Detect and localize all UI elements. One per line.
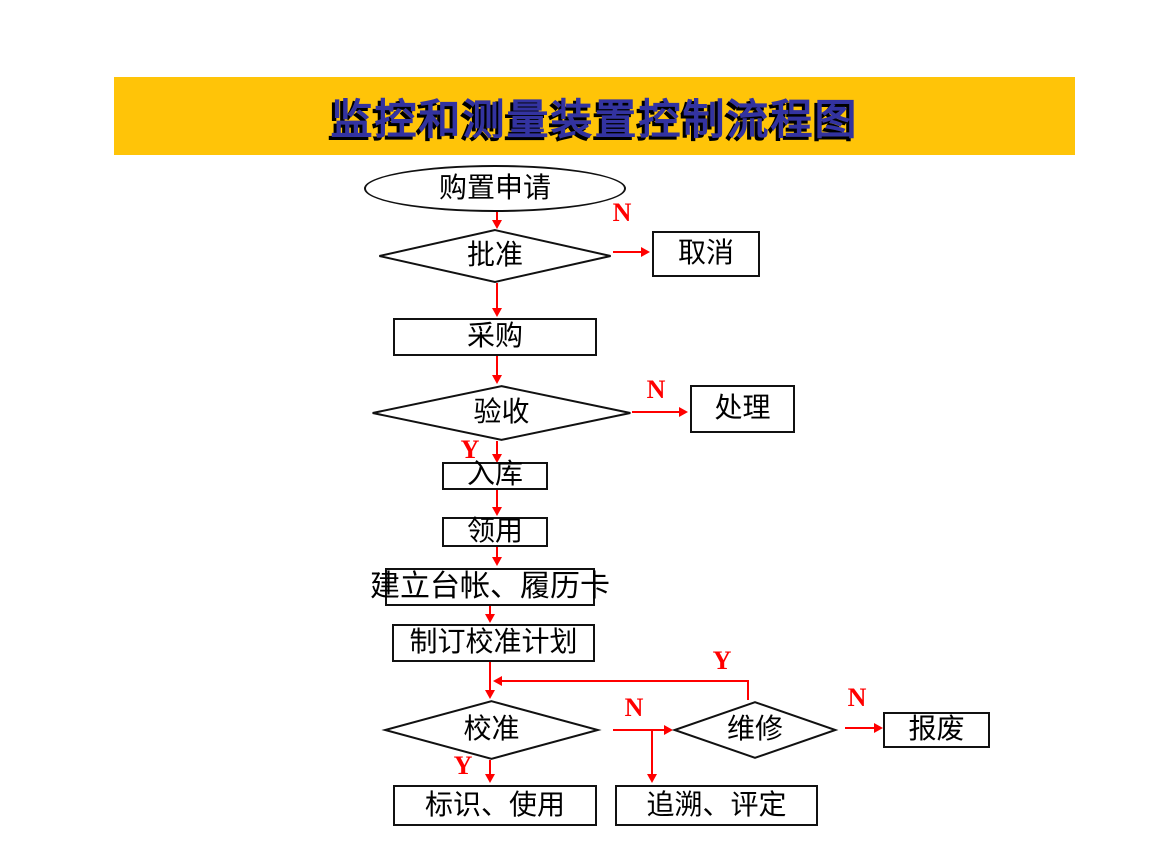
edge-acceptance-warehouse-line xyxy=(496,441,498,454)
node-requisition: 领用 xyxy=(442,517,548,547)
node-dispose: 处理 xyxy=(690,385,795,433)
node-repair-decision: 维修 xyxy=(673,701,837,759)
node-requisition-label: 领用 xyxy=(466,516,524,547)
node-calibrate-label: 校准 xyxy=(463,714,520,745)
node-ledger-card-label: 建立台帐、履历卡 xyxy=(370,570,610,603)
edge-requisition-ledger-line xyxy=(496,547,498,557)
arrowhead-right-icon xyxy=(874,723,883,733)
label-acceptance-yes: Y xyxy=(460,435,480,464)
node-warehouse-in: 入库 xyxy=(442,458,548,490)
edge-request-approve-line xyxy=(496,212,498,220)
node-mark-use-label: 标识、使用 xyxy=(424,789,566,821)
edge-calibrate-markuse-line xyxy=(489,760,491,774)
edge-procurement-acceptance-line xyxy=(496,356,498,375)
node-approve-decision: 批准 xyxy=(377,229,613,283)
diamond-shape xyxy=(383,700,600,760)
arrowhead-left-icon xyxy=(493,676,502,686)
node-scrap-label: 报废 xyxy=(908,714,965,745)
edge-warehouse-requisition-line xyxy=(496,490,498,507)
diamond-shape xyxy=(673,701,837,759)
arrowhead-down-icon xyxy=(492,375,502,384)
arrowhead-down-icon xyxy=(492,454,502,463)
node-repair-label: 维修 xyxy=(726,714,784,745)
edge-approve-procurement-line xyxy=(496,283,498,308)
edge-plan-calibrate-line xyxy=(489,662,491,690)
arrowhead-down-icon xyxy=(485,614,495,623)
label-acceptance-no: N xyxy=(646,375,666,404)
node-acceptance-decision: 验收 xyxy=(370,385,633,441)
node-acceptance-label: 验收 xyxy=(473,397,530,428)
node-scrap: 报废 xyxy=(883,712,990,748)
diamond-shape xyxy=(377,229,613,283)
node-cancel: 取消 xyxy=(652,231,760,277)
edge-repair-scrap-line xyxy=(845,727,874,729)
node-purchase-request-label: 购置申请 xyxy=(438,172,552,204)
arrowhead-right-icon xyxy=(664,725,673,735)
edge-calibrate-repair-line xyxy=(613,729,664,731)
arrowhead-right-icon xyxy=(641,247,650,257)
edge-approve-cancel-line xyxy=(613,251,641,253)
node-calibrate-decision: 校准 xyxy=(383,700,600,760)
arrowhead-right-icon xyxy=(679,407,688,417)
arrowhead-down-icon xyxy=(492,220,502,229)
edge-acceptance-dispose-line xyxy=(632,411,679,413)
edge-repair-loop-vline xyxy=(747,681,749,700)
label-repair-no: N xyxy=(847,683,867,712)
label-calibrate-no: N xyxy=(624,693,644,722)
node-calibration-plan-label: 制订校准计划 xyxy=(409,627,578,658)
node-dispose-label: 处理 xyxy=(714,393,771,424)
label-calibrate-yes: Y xyxy=(453,751,473,780)
node-procurement-label: 采购 xyxy=(466,321,524,352)
node-trace-evaluate: 追溯、评定 xyxy=(615,785,818,826)
edge-branch-trace-line xyxy=(651,730,653,774)
node-approve-label: 批准 xyxy=(466,240,524,271)
arrowhead-down-icon xyxy=(492,507,502,516)
node-mark-use: 标识、使用 xyxy=(393,785,597,826)
edge-repair-loop-hline xyxy=(502,680,749,682)
node-procurement: 采购 xyxy=(393,318,597,356)
page-title: 监控和测量装置控制流程图 xyxy=(330,97,859,144)
diamond-shape xyxy=(370,385,633,441)
node-cancel-label: 取消 xyxy=(677,238,735,269)
edge-ledger-plan-line xyxy=(489,606,491,614)
arrowhead-down-icon xyxy=(647,774,657,783)
label-approve-no: N xyxy=(612,198,632,227)
arrowhead-down-icon xyxy=(492,308,502,317)
arrowhead-down-icon xyxy=(485,690,495,699)
arrowhead-down-icon xyxy=(485,774,495,783)
title-banner: 监控和测量装置控制流程图 xyxy=(114,77,1075,155)
node-purchase-request: 购置申请 xyxy=(364,165,626,212)
arrowhead-down-icon xyxy=(492,557,502,566)
node-warehouse-in-label: 入库 xyxy=(466,458,524,490)
label-repair-yes: Y xyxy=(712,646,732,675)
node-trace-evaluate-label: 追溯、评定 xyxy=(646,789,787,821)
node-calibration-plan: 制订校准计划 xyxy=(392,624,595,662)
node-ledger-card: 建立台帐、履历卡 xyxy=(370,568,610,606)
